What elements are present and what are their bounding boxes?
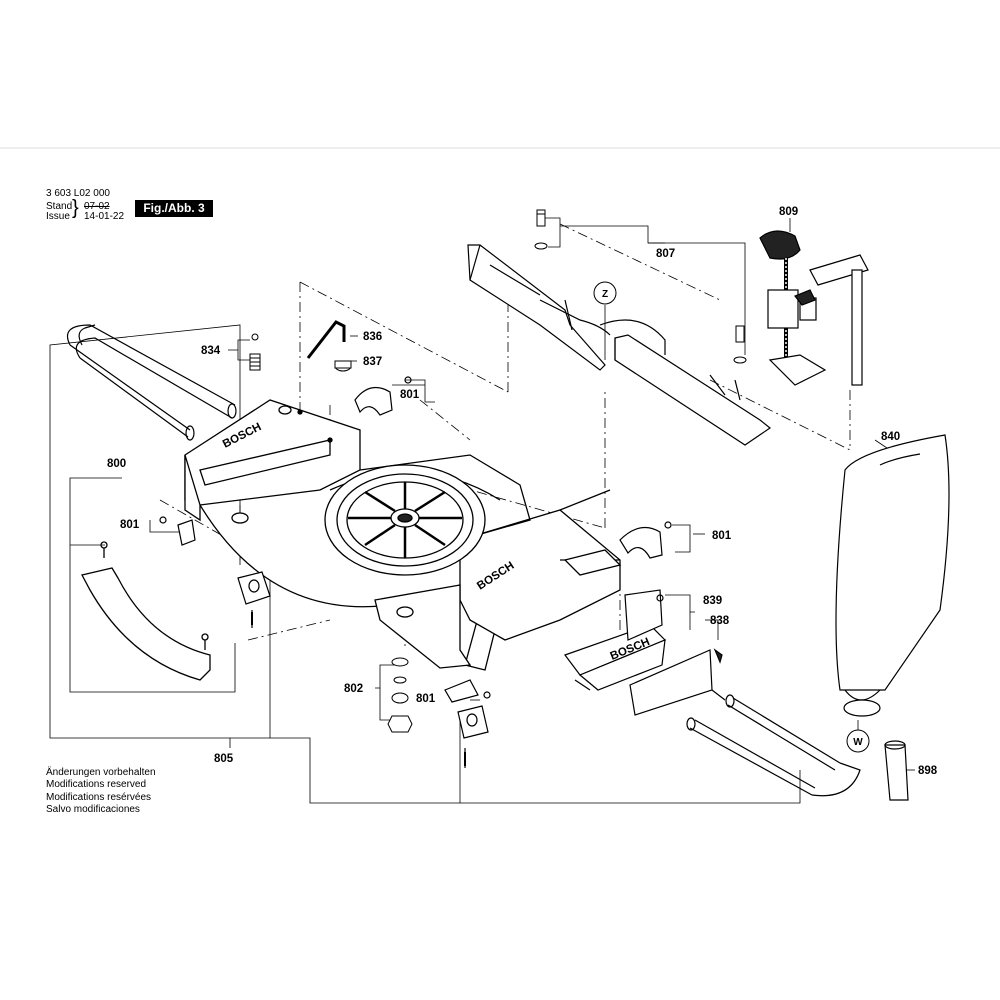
callout-800: 800	[107, 458, 126, 470]
callout-834: 834	[201, 345, 221, 357]
marker-z-circle	[593, 281, 617, 305]
fence-extension-left	[467, 244, 611, 371]
callout-836: 836	[363, 331, 382, 343]
hinge-blocks	[237, 571, 489, 768]
note-en: Modifications reserved	[46, 779, 147, 791]
callout-837: 837	[363, 356, 382, 368]
fasteners-802	[387, 657, 413, 733]
saw-base	[184, 399, 622, 671]
fence-extension-right	[599, 319, 772, 446]
material-stop	[564, 589, 726, 716]
note-de: Änderungen vorbehalten	[46, 767, 156, 778]
brackets-801	[159, 376, 672, 703]
guard-800	[81, 541, 211, 681]
note-fr: Modifications resérvées	[46, 791, 152, 803]
callout-805: 805	[214, 753, 234, 765]
callout-809: 809	[779, 206, 798, 218]
fence-screws	[534, 209, 747, 364]
vertical-clamp	[759, 230, 869, 386]
stand-date: 07-02	[84, 201, 110, 212]
figure-label: Fig./Abb. 3	[135, 200, 213, 217]
callout-801-left: 801	[120, 519, 140, 531]
callout-839: 839	[703, 595, 722, 607]
note-es: Salvo modificaciones	[46, 803, 140, 815]
part-number: 3 603 L02 000	[46, 188, 110, 199]
marker-z: Z	[602, 289, 608, 300]
small-screws	[251, 612, 466, 766]
extension-rod-left	[66, 324, 237, 441]
callout-801-right: 801	[712, 530, 732, 542]
modification-notes: Änderungen vorbehalten Modifications res…	[46, 767, 156, 816]
callout-801-bottom: 801	[416, 693, 436, 705]
issue-label: Issue	[46, 211, 70, 222]
callout-898: 898	[918, 765, 938, 777]
callout-838: 838	[710, 615, 730, 627]
brace-glyph: }	[72, 197, 79, 219]
extension-rod-right	[686, 694, 861, 797]
callout-840: 840	[881, 431, 900, 443]
callout-802: 802	[344, 683, 363, 695]
leader-lines	[49, 217, 915, 804]
adapter-898	[884, 740, 909, 801]
marker-w: W	[853, 737, 863, 748]
issue-date: 14-01-22	[84, 211, 125, 222]
callout-807: 807	[656, 248, 675, 260]
marker-w-circle	[846, 729, 870, 753]
dust-bag	[835, 434, 950, 717]
stand-label: Stand	[46, 201, 73, 212]
small-parts-top	[249, 320, 352, 372]
callout-801-top: 801	[400, 389, 420, 401]
